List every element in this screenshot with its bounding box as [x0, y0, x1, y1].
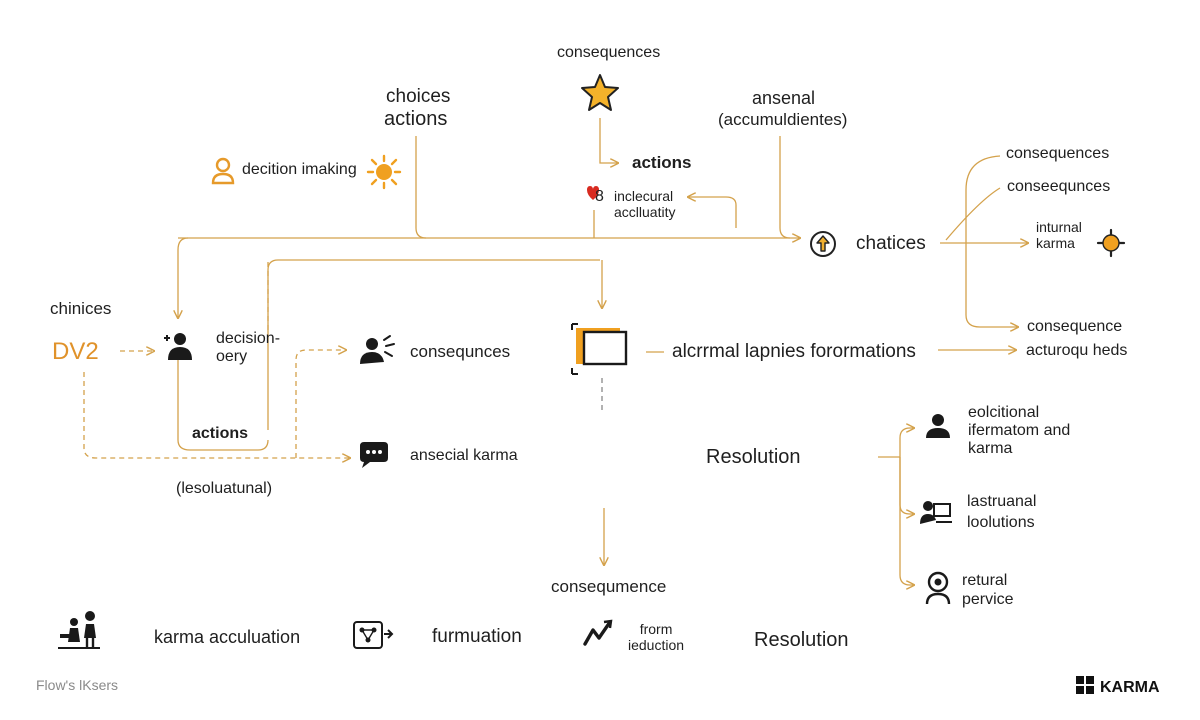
label-ansenal: ansenal: [752, 88, 816, 108]
dashed-left-drop: [83, 372, 350, 458]
label-karma-acculuation: karma acculuation: [154, 627, 301, 647]
person-icon: [160, 330, 196, 367]
lightbulb-up-icon: [808, 229, 838, 264]
person-thinking-icon: [356, 334, 396, 373]
brand-logo: KARMA: [1076, 676, 1160, 699]
connector-choices-down: [415, 136, 427, 239]
connector-fan-mid: [899, 457, 914, 514]
star-icon: [580, 72, 620, 117]
brand-name: KARMA: [1100, 678, 1160, 696]
label-dv2: DV2: [52, 338, 99, 365]
sun-icon: [366, 154, 402, 195]
connector-fan-top: [899, 428, 914, 457]
label-actions-mid: actions: [632, 153, 692, 172]
label-acturoqu-heds: acturoqu heds: [1026, 342, 1128, 359]
person-desk-icon: [918, 498, 954, 533]
dashed-to-consequnces: [295, 350, 346, 458]
label-choices: choices: [386, 86, 451, 107]
label-decision-oery: decision- oery: [216, 330, 281, 366]
chat-bubbles-icon: [356, 440, 396, 477]
sun-gear-icon: [1096, 228, 1126, 263]
grid-logo-icon: [1076, 676, 1094, 699]
person-icon: [924, 412, 952, 445]
connector-branch-2: [945, 187, 1001, 241]
connector-branch-3: [965, 243, 1018, 327]
person-pin-icon: [924, 570, 952, 611]
label-resolution-bottom: Resolution: [754, 629, 849, 651]
footer-left-text: Flow's lKsers: [36, 677, 119, 693]
label-inturnal-karma: inturnal karma: [1036, 219, 1082, 252]
label-consequmence: consequmence: [551, 577, 667, 596]
label-eolcitional: eolcitional ifermatom and karma: [968, 404, 1071, 458]
label-consequence-right: consequence: [1027, 318, 1123, 335]
dashed-connectors: [83, 262, 603, 458]
connector-ansenal-down: [779, 136, 791, 239]
person-outline-icon: [210, 156, 236, 191]
label-actions-left: actions: [192, 425, 249, 442]
label-top-consequences: consequences: [557, 44, 661, 61]
connector-left-box: [177, 360, 269, 451]
label-chatices: chatices: [856, 233, 926, 254]
label-chinices: chinices: [50, 299, 112, 318]
connector-mid-bus: [267, 259, 600, 430]
frames-icon: [570, 322, 632, 381]
svg-text:8: 8: [595, 188, 604, 205]
people-icon: [56, 608, 100, 655]
label-lastruanal: lastruanal loolutions: [967, 493, 1037, 531]
label-consequnces: consequnces: [410, 342, 511, 361]
connectors: [178, 118, 1028, 585]
label-actions-top-left: actions: [384, 108, 448, 130]
trend-zigzag-icon: [582, 618, 616, 653]
label-decision-making: decition imaking: [242, 161, 357, 178]
label-furmuation: furmuation: [432, 626, 522, 647]
label-retural-pervice: retural pervice: [962, 572, 1014, 608]
label-accumulations: (accumuldientes): [718, 110, 848, 129]
connector-branch-1: [965, 155, 1001, 243]
label-resolution-mid: Resolution: [706, 446, 801, 468]
connector-fan-bottom: [899, 457, 914, 585]
heart-icon: 8: [580, 184, 606, 211]
connector-star-down: [599, 118, 618, 163]
network-board-icon: [350, 618, 394, 659]
label-alternal-formations: alcrrmal lapnies forormations: [672, 341, 916, 362]
label-from-ieduction: frorm ieduction: [628, 621, 685, 654]
label-right-consequences-2: conseequnces: [1007, 178, 1111, 195]
label-right-consequences-1: consequences: [1006, 145, 1110, 162]
connector-loop: [688, 197, 737, 228]
label-ansecial-karma: ansecial karma: [410, 447, 518, 464]
label-leosluatunal: (lesoluatunal): [176, 480, 273, 497]
connector-left-drop: [178, 237, 189, 318]
label-inclecural: inclecural acclluatity: [614, 188, 676, 221]
